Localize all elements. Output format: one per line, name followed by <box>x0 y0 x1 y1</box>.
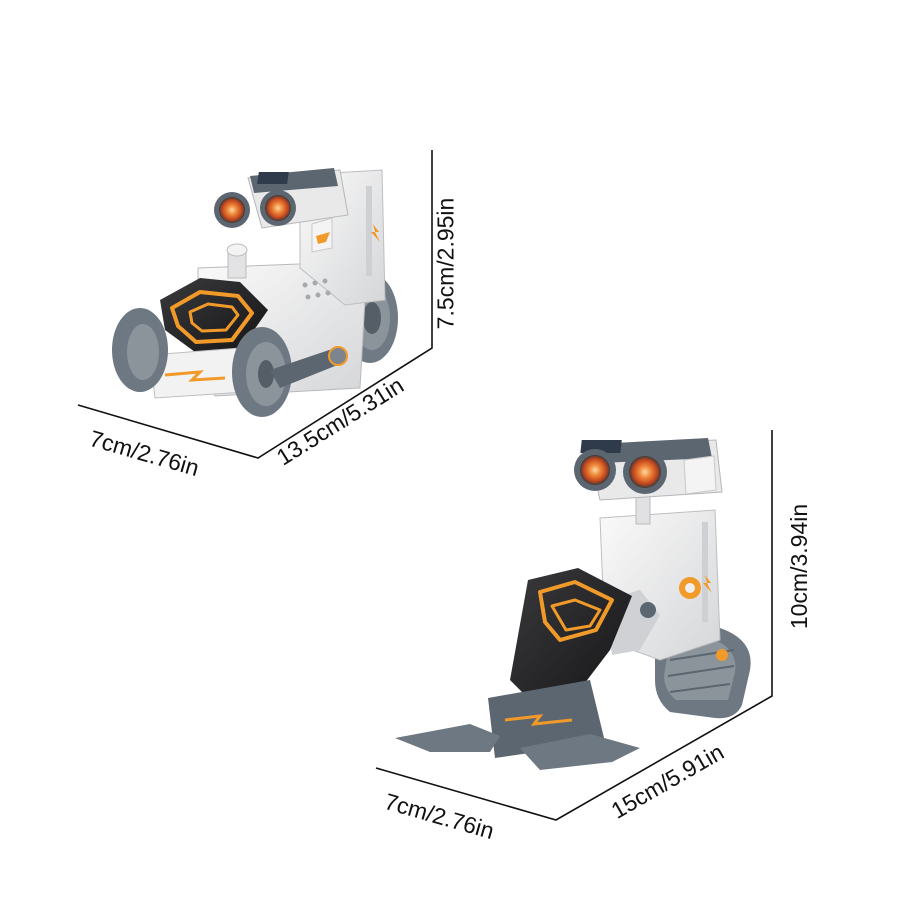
bumper-logo-icon <box>164 370 226 382</box>
loader-scoop <box>510 568 632 710</box>
robot-loader-image <box>395 438 751 770</box>
rover-height-label: 7.5cm/2.95in <box>432 197 459 330</box>
bolt-icon-2 <box>703 575 712 593</box>
speaker-grille <box>302 278 331 300</box>
rover-head <box>214 168 349 253</box>
right-eye-icon <box>265 195 291 221</box>
right-eye-icon-2 <box>629 456 661 488</box>
wheel-front-right <box>232 327 292 417</box>
base-logo-icon <box>504 714 573 726</box>
loader-head <box>574 438 723 501</box>
robot-loader-dimension-lines <box>375 430 773 821</box>
track-badge-icon <box>716 649 728 661</box>
robot-rover-image <box>112 168 398 417</box>
gear-icon <box>328 346 348 366</box>
left-eye-icon-2 <box>580 455 610 485</box>
left-eye-icon <box>219 197 245 223</box>
side-link-arm <box>270 348 345 388</box>
rover-front-shell <box>160 278 268 352</box>
loader-feet <box>395 724 640 770</box>
bolt-icon <box>371 224 380 242</box>
rover-knob <box>226 243 248 279</box>
loader-height-label: 10cm/3.94in <box>786 503 813 630</box>
robot-rover-dimension-lines <box>77 150 433 459</box>
tower-slot <box>366 186 372 276</box>
wheel-front-left <box>112 308 168 392</box>
tower-slot-2 <box>702 522 708 622</box>
